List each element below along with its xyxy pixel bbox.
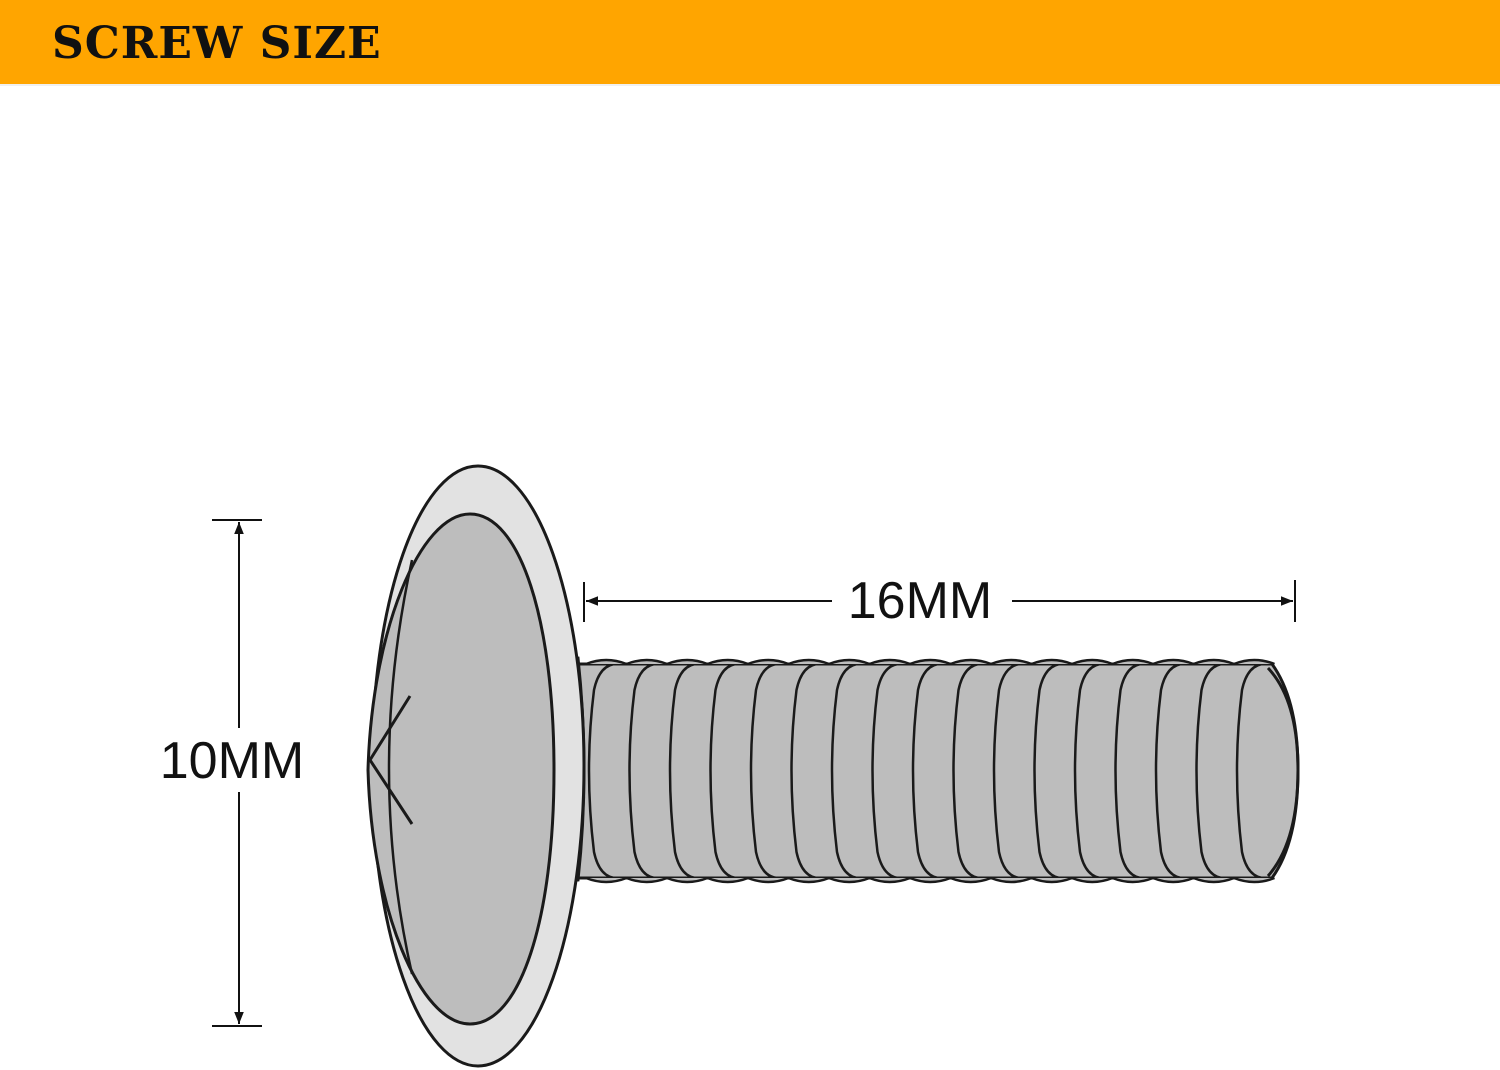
thread-ridge (952, 662, 985, 880)
thread-ridge (1195, 662, 1228, 880)
length-dimension: 16MM (583, 572, 1296, 630)
thread-crest (990, 876, 1032, 884)
thread-ridge (1154, 662, 1188, 880)
diameter-label: 10MM (160, 732, 304, 790)
thread-crest (626, 876, 668, 884)
thread-crest (747, 876, 789, 884)
thread-crest (1193, 658, 1235, 666)
thread-ridge (911, 662, 945, 880)
length-label: 16MM (848, 572, 992, 630)
head-edge-line (387, 559, 414, 975)
screw-head (366, 464, 586, 1068)
thread-crest (950, 658, 992, 666)
header-title: SCREW SIZE (52, 18, 382, 69)
thread-ridge (749, 662, 783, 880)
thread-crest (666, 658, 708, 666)
thread-ridge (1114, 662, 1147, 880)
thread-crest (869, 876, 911, 884)
shank-threads (585, 658, 1275, 884)
thread-crest (1071, 876, 1113, 884)
thread-crest (1031, 876, 1073, 884)
thread-crest (1152, 876, 1194, 884)
thread-crest (950, 876, 992, 884)
thread-crest (666, 876, 708, 884)
thread-ridge (1073, 662, 1107, 880)
thread-crest (585, 876, 627, 884)
thread-crest (990, 658, 1032, 666)
thread-crest (707, 658, 749, 666)
thread-crest (626, 658, 668, 666)
thread-ridge (628, 662, 661, 880)
thread-crest (788, 658, 830, 666)
thread-crest (1112, 876, 1154, 884)
thread-ridge (1235, 662, 1269, 880)
thread-crest (788, 876, 830, 884)
thread-crest (909, 658, 951, 666)
thread-crest (869, 658, 911, 666)
thread-ridge (830, 662, 864, 880)
thread-crest (909, 876, 951, 884)
thread-crest (1112, 658, 1154, 666)
thread-ridge (1033, 662, 1066, 880)
thread-ridge (709, 662, 742, 880)
thread-crest (747, 658, 789, 666)
thread-ridge (587, 662, 621, 880)
thread-crest (1071, 658, 1113, 666)
thread-crest (1031, 658, 1073, 666)
screw-shank (570, 658, 1300, 884)
shank-body (570, 662, 1300, 880)
thread-crest (1233, 658, 1275, 666)
thread-crest (707, 876, 749, 884)
phillips-slot (368, 695, 414, 825)
diameter-dimension: 10MM (160, 519, 304, 1027)
thread-ridge (668, 662, 702, 880)
thread-crest (828, 876, 870, 884)
thread-crest (1193, 876, 1235, 884)
thread-ridge (992, 662, 1026, 880)
thread-crest (1233, 876, 1275, 884)
thread-crest (1152, 658, 1194, 666)
thread-crest (828, 658, 870, 666)
head-face (366, 512, 556, 1026)
shank-tip (1266, 666, 1300, 877)
thread-ridge (790, 662, 823, 880)
header-bar: SCREW SIZE (0, 0, 1500, 86)
thread-crest (585, 658, 627, 666)
thread-ridge (871, 662, 904, 880)
